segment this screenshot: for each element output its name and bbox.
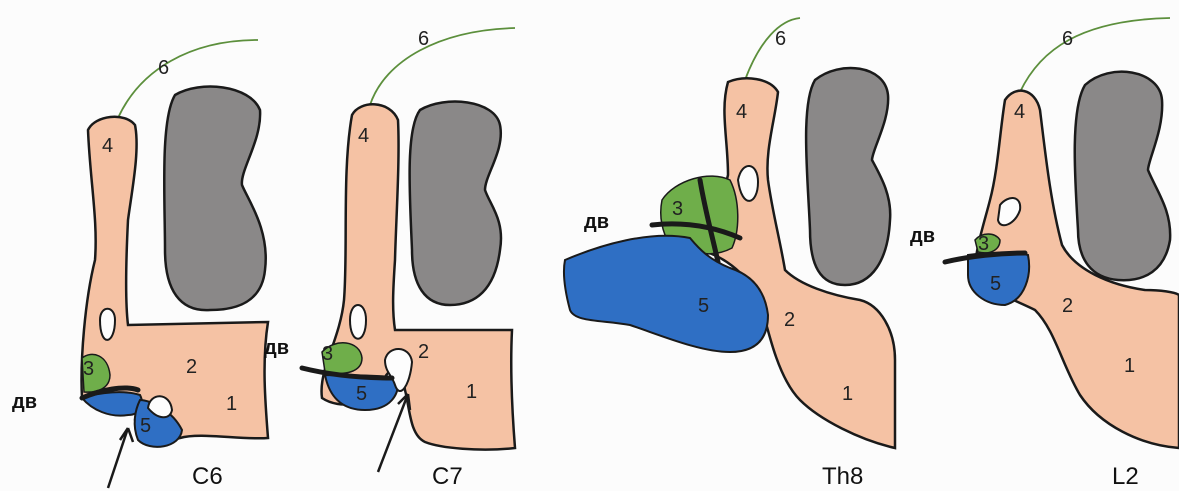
- c6-foramen: [100, 309, 115, 340]
- l2-label-dv: дв: [910, 225, 935, 247]
- l2-caption: L2: [1112, 463, 1139, 490]
- c7-label-3: 3: [322, 343, 333, 365]
- c6-caption: C6: [192, 463, 223, 490]
- c6-label-dv: дв: [12, 391, 37, 413]
- l2-label-6: 6: [1062, 28, 1073, 50]
- c6-label-1: 1: [226, 393, 237, 415]
- c6-label-4: 4: [102, 135, 113, 157]
- l2-label-3: 3: [978, 233, 989, 255]
- c6-spinal-cord: [164, 87, 266, 311]
- c7-spinal-cord: [410, 102, 501, 305]
- l2-spinal-cord: [1075, 72, 1170, 281]
- panel-l2: 4 6 2 3 1 5 дв L2: [910, 18, 1179, 490]
- c7-label-5: 5: [356, 383, 367, 405]
- c7-caption: C7: [432, 463, 463, 490]
- c6-arrow: [108, 428, 133, 488]
- c6-label-3: 3: [83, 358, 94, 380]
- c6-label-2: 2: [186, 356, 197, 378]
- panel-c7: 4 6 2 3 1 5 дв C7: [264, 28, 515, 490]
- th8-label-3: 3: [672, 198, 683, 220]
- l2-label-4: 4: [1014, 101, 1025, 123]
- c7-foramen: [350, 305, 366, 339]
- panel-c6: 4 6 2 3 1 5 дв C6: [12, 40, 268, 490]
- th8-label-5: 5: [698, 295, 709, 317]
- c6-label-6: 6: [158, 57, 169, 79]
- l2-label-2: 2: [1062, 295, 1073, 317]
- c7-root-6: [370, 28, 515, 105]
- c7-label-dv: дв: [264, 337, 289, 359]
- panel-th8: 4 6 2 3 1 5 дв Th8: [564, 18, 895, 490]
- th8-label-2: 2: [784, 309, 795, 331]
- l2-label-1: 1: [1124, 355, 1135, 377]
- th8-label-1: 1: [842, 383, 853, 405]
- th8-caption: Th8: [822, 463, 863, 490]
- c7-label-4: 4: [358, 125, 369, 147]
- th8-label-dv: дв: [584, 211, 609, 233]
- th8-spinal-cord: [806, 68, 890, 285]
- c6-label-5: 5: [140, 415, 151, 437]
- th8-root-6: [745, 18, 800, 80]
- c7-label-1: 1: [466, 381, 477, 403]
- th8-label-4: 4: [736, 101, 747, 123]
- c7-label-6: 6: [418, 28, 429, 50]
- c7-label-2: 2: [418, 341, 429, 363]
- l2-label-5: 5: [990, 273, 1001, 295]
- th8-label-6: 6: [775, 28, 786, 50]
